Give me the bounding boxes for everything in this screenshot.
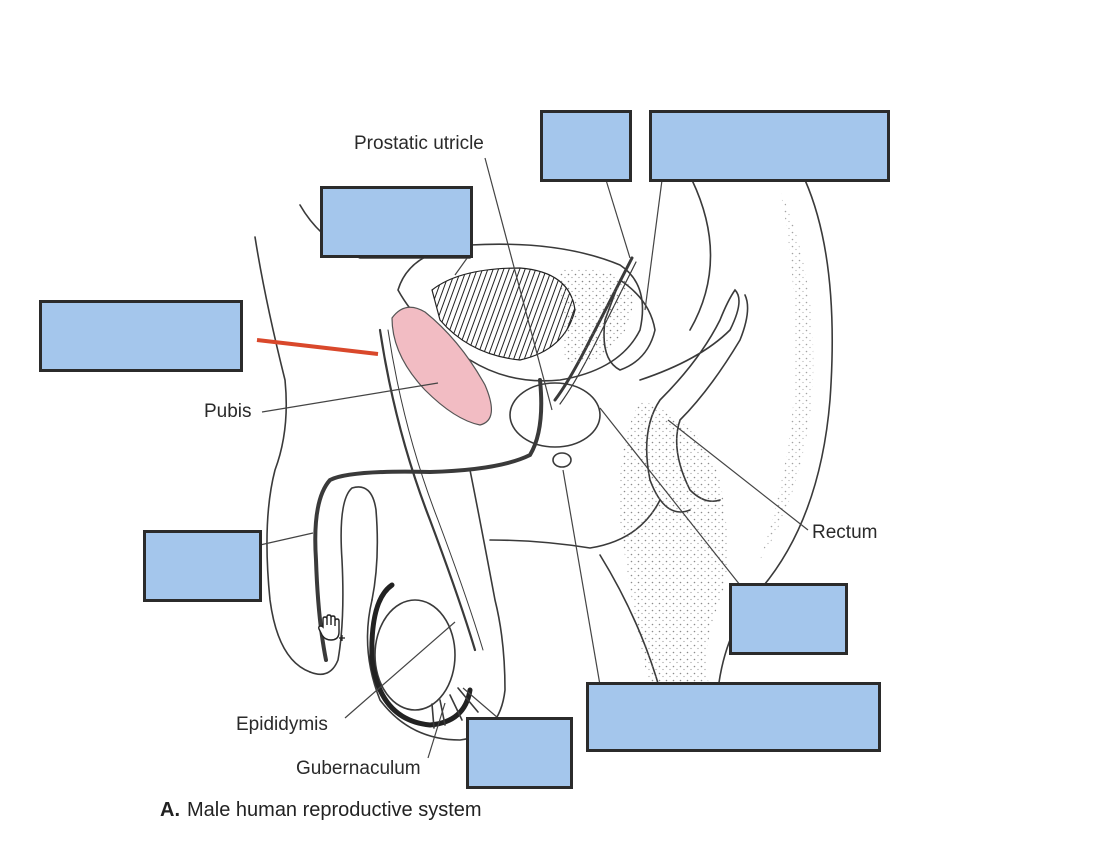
prostate-gland bbox=[509, 382, 601, 448]
figure-caption: A. Male human reproductive system bbox=[160, 799, 482, 822]
leader-box-bottom-center bbox=[462, 687, 499, 719]
leader-epididymis bbox=[344, 621, 456, 719]
hand-pointer-icon bbox=[318, 614, 345, 641]
caption-letter: A. bbox=[160, 799, 180, 821]
sacrum-outline bbox=[689, 179, 712, 331]
label-prostatic-utricle: Prostatic utricle bbox=[354, 133, 484, 154]
answer-box-top-middle[interactable] bbox=[540, 110, 632, 182]
answer-box-right[interactable] bbox=[729, 583, 848, 655]
leader-rectum bbox=[667, 419, 809, 531]
spermatic-cord bbox=[378, 328, 477, 652]
leader-box-bottom-right bbox=[562, 469, 601, 686]
label-gubernaculum: Gubernaculum bbox=[296, 758, 421, 779]
penis-outline bbox=[309, 486, 379, 676]
leader-box-right bbox=[599, 407, 741, 586]
red-pointer-line bbox=[256, 338, 379, 356]
leader-prostatic-utricle bbox=[484, 157, 553, 411]
label-pubis: Pubis bbox=[204, 401, 252, 422]
leader-box-lower-left bbox=[259, 532, 314, 546]
anterior-body-outline bbox=[254, 236, 311, 673]
answer-box-bottom-center[interactable] bbox=[466, 717, 573, 789]
answer-box-top-right[interactable] bbox=[649, 110, 890, 182]
label-rectum: Rectum bbox=[812, 522, 878, 543]
epididymis-body bbox=[369, 582, 473, 728]
answer-box-bottom-right[interactable] bbox=[586, 682, 881, 752]
leader-pubis bbox=[261, 382, 439, 413]
answer-box-upper-left[interactable] bbox=[320, 186, 473, 258]
testis bbox=[374, 599, 456, 711]
leader-gubernaculum bbox=[427, 702, 446, 759]
prostate-stipple bbox=[560, 269, 633, 364]
urethra bbox=[313, 378, 544, 662]
answer-box-left[interactable] bbox=[39, 300, 243, 372]
perineal-stipple bbox=[619, 400, 728, 690]
answer-box-lower-left[interactable] bbox=[143, 530, 262, 602]
leader-box-top-middle bbox=[605, 179, 631, 259]
caption-text: Male human reproductive system bbox=[187, 799, 482, 821]
rectal-wall-stipple bbox=[760, 190, 814, 560]
bulbourethral-gland bbox=[552, 452, 572, 468]
label-epididymis: Epididymis bbox=[236, 714, 328, 735]
spermatic-cord-inner bbox=[387, 329, 484, 651]
leader-box-top-right bbox=[644, 179, 663, 311]
pubis-bone bbox=[391, 306, 492, 426]
